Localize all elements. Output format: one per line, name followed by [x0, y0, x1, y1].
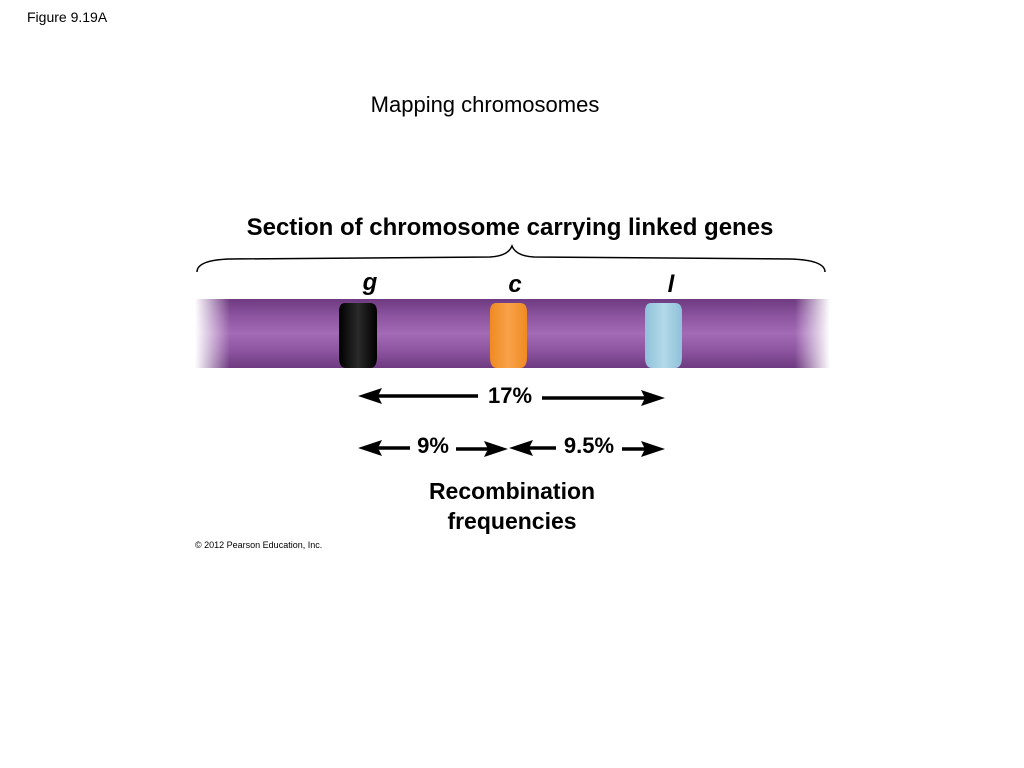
caption-line-1: Recombination [428, 478, 596, 504]
gene-label-c: c [508, 271, 522, 298]
frequency-c-to-l: 9.5% [563, 433, 615, 458]
brace [196, 243, 826, 273]
recombination-caption: Recombination frequencies [380, 476, 644, 536]
gene-label-g: g [362, 269, 378, 296]
frequency-g-to-c: 9% [417, 433, 449, 458]
gene-band-l [645, 303, 682, 368]
figure-label: Figure 9.19A [27, 9, 108, 25]
frequency-g-to-l: 17% [487, 383, 533, 408]
gene-band-c [490, 303, 527, 368]
copyright-notice: © 2012 Pearson Education, Inc. [195, 540, 323, 550]
arrow-c-to-l [509, 440, 665, 457]
gene-label-l: l [667, 271, 675, 298]
gene-band-g [339, 303, 377, 368]
arrow-g-to-c [358, 440, 508, 457]
caption-line-2: frequencies [447, 508, 577, 534]
arrow-g-to-l [358, 388, 665, 406]
section-title: Section of chromosome carrying linked ge… [246, 214, 774, 241]
slide-title: Mapping chromosomes [370, 92, 600, 117]
